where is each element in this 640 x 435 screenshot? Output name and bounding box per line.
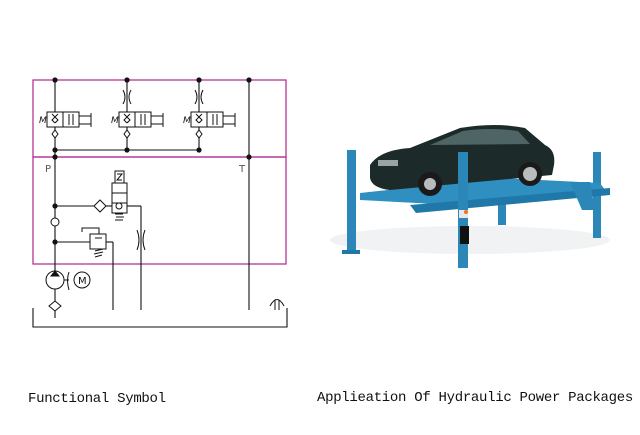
solenoid-valve-3 (190, 111, 236, 139)
car-lift-illustration (320, 0, 640, 360)
breather-symbol (269, 299, 285, 310)
port-p-label: P (45, 164, 51, 175)
relief-valve (81, 227, 107, 258)
hydraulic-power-unit (459, 210, 469, 244)
port-t-label: T (238, 164, 246, 175)
valve-2-label: M (111, 116, 119, 126)
application-caption: Applieation Of Hydraulic Power Packages (317, 390, 633, 406)
functional-symbol-caption: Functional Symbol (28, 391, 166, 407)
motor-symbol: M (73, 271, 91, 289)
filter-symbol (93, 199, 107, 213)
suction-filter (48, 300, 62, 312)
solenoid-valve-1 (46, 111, 92, 139)
manifold-frame (32, 156, 287, 265)
hydraulic-schematic: M M M P T M (0, 0, 320, 360)
valve-1-label: M (39, 116, 47, 126)
unload-valve (111, 170, 128, 221)
valve-3-label: M (183, 116, 191, 126)
check-valve (50, 217, 60, 227)
svg-text:M: M (78, 276, 87, 287)
pump-symbol (45, 270, 70, 291)
post-front-left (347, 150, 356, 252)
solenoid-valve-2 (118, 111, 164, 139)
